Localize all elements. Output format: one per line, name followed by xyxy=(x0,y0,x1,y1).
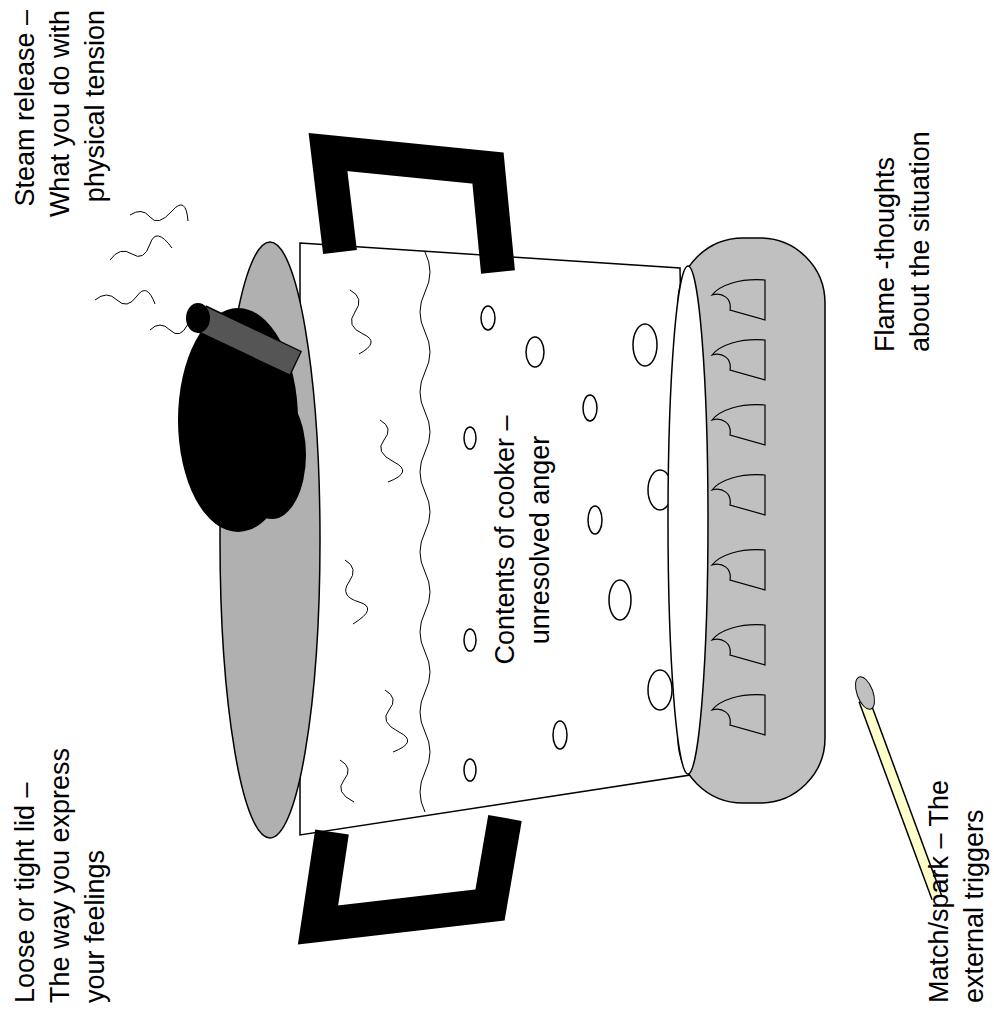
match-head xyxy=(852,674,879,711)
steam-wisp xyxy=(345,560,368,624)
bubble xyxy=(464,427,476,449)
steam-pipe xyxy=(200,318,295,363)
steam-wisp xyxy=(150,324,188,334)
bubble xyxy=(481,306,495,330)
flame-tongues xyxy=(712,280,765,735)
bubble xyxy=(648,670,672,710)
pot-handle xyxy=(318,818,505,925)
flame-tongue xyxy=(712,550,765,590)
bubble xyxy=(464,629,476,651)
steam-wisp xyxy=(350,290,371,354)
bubble xyxy=(633,324,657,366)
callout-label: Match/spark – The external triggers xyxy=(922,753,992,1003)
bubble xyxy=(583,395,597,421)
callout-label: Flame -thoughts about the situation xyxy=(868,102,938,352)
lid-knob xyxy=(238,391,306,519)
steam-wisp xyxy=(340,760,354,802)
flame-tongue xyxy=(712,340,765,380)
steam-wisp xyxy=(385,690,408,752)
flame-tongue xyxy=(712,405,765,445)
steam-pipe-outline xyxy=(200,318,296,364)
steam-wisp xyxy=(95,291,155,305)
bubble xyxy=(609,580,631,620)
bubble xyxy=(526,337,544,367)
water-line xyxy=(420,252,430,812)
steam-release xyxy=(95,205,188,334)
steam-wisp xyxy=(380,420,403,482)
steam-in-pot xyxy=(340,290,408,802)
bubble xyxy=(553,721,567,749)
bubbles xyxy=(464,306,672,781)
callout-label: Loose or tight lid – The way you express… xyxy=(8,738,113,1003)
steam-wisp xyxy=(110,236,172,260)
flame-tongue xyxy=(712,695,765,735)
flame-tongue xyxy=(712,280,765,320)
flame-tongue xyxy=(712,625,765,665)
pot-handle xyxy=(328,152,498,272)
steam-pipe-tip xyxy=(186,303,210,333)
callout-label: Steam release – What you do with physica… xyxy=(8,10,113,260)
bubble xyxy=(588,506,602,534)
pot-body xyxy=(300,243,690,835)
pot-bottom xyxy=(668,266,708,774)
bubble xyxy=(464,759,476,781)
steam-wisp xyxy=(130,205,188,221)
callout-label: Contents of cooker – unresolved anger xyxy=(488,390,558,690)
flame-tongue xyxy=(712,475,765,515)
